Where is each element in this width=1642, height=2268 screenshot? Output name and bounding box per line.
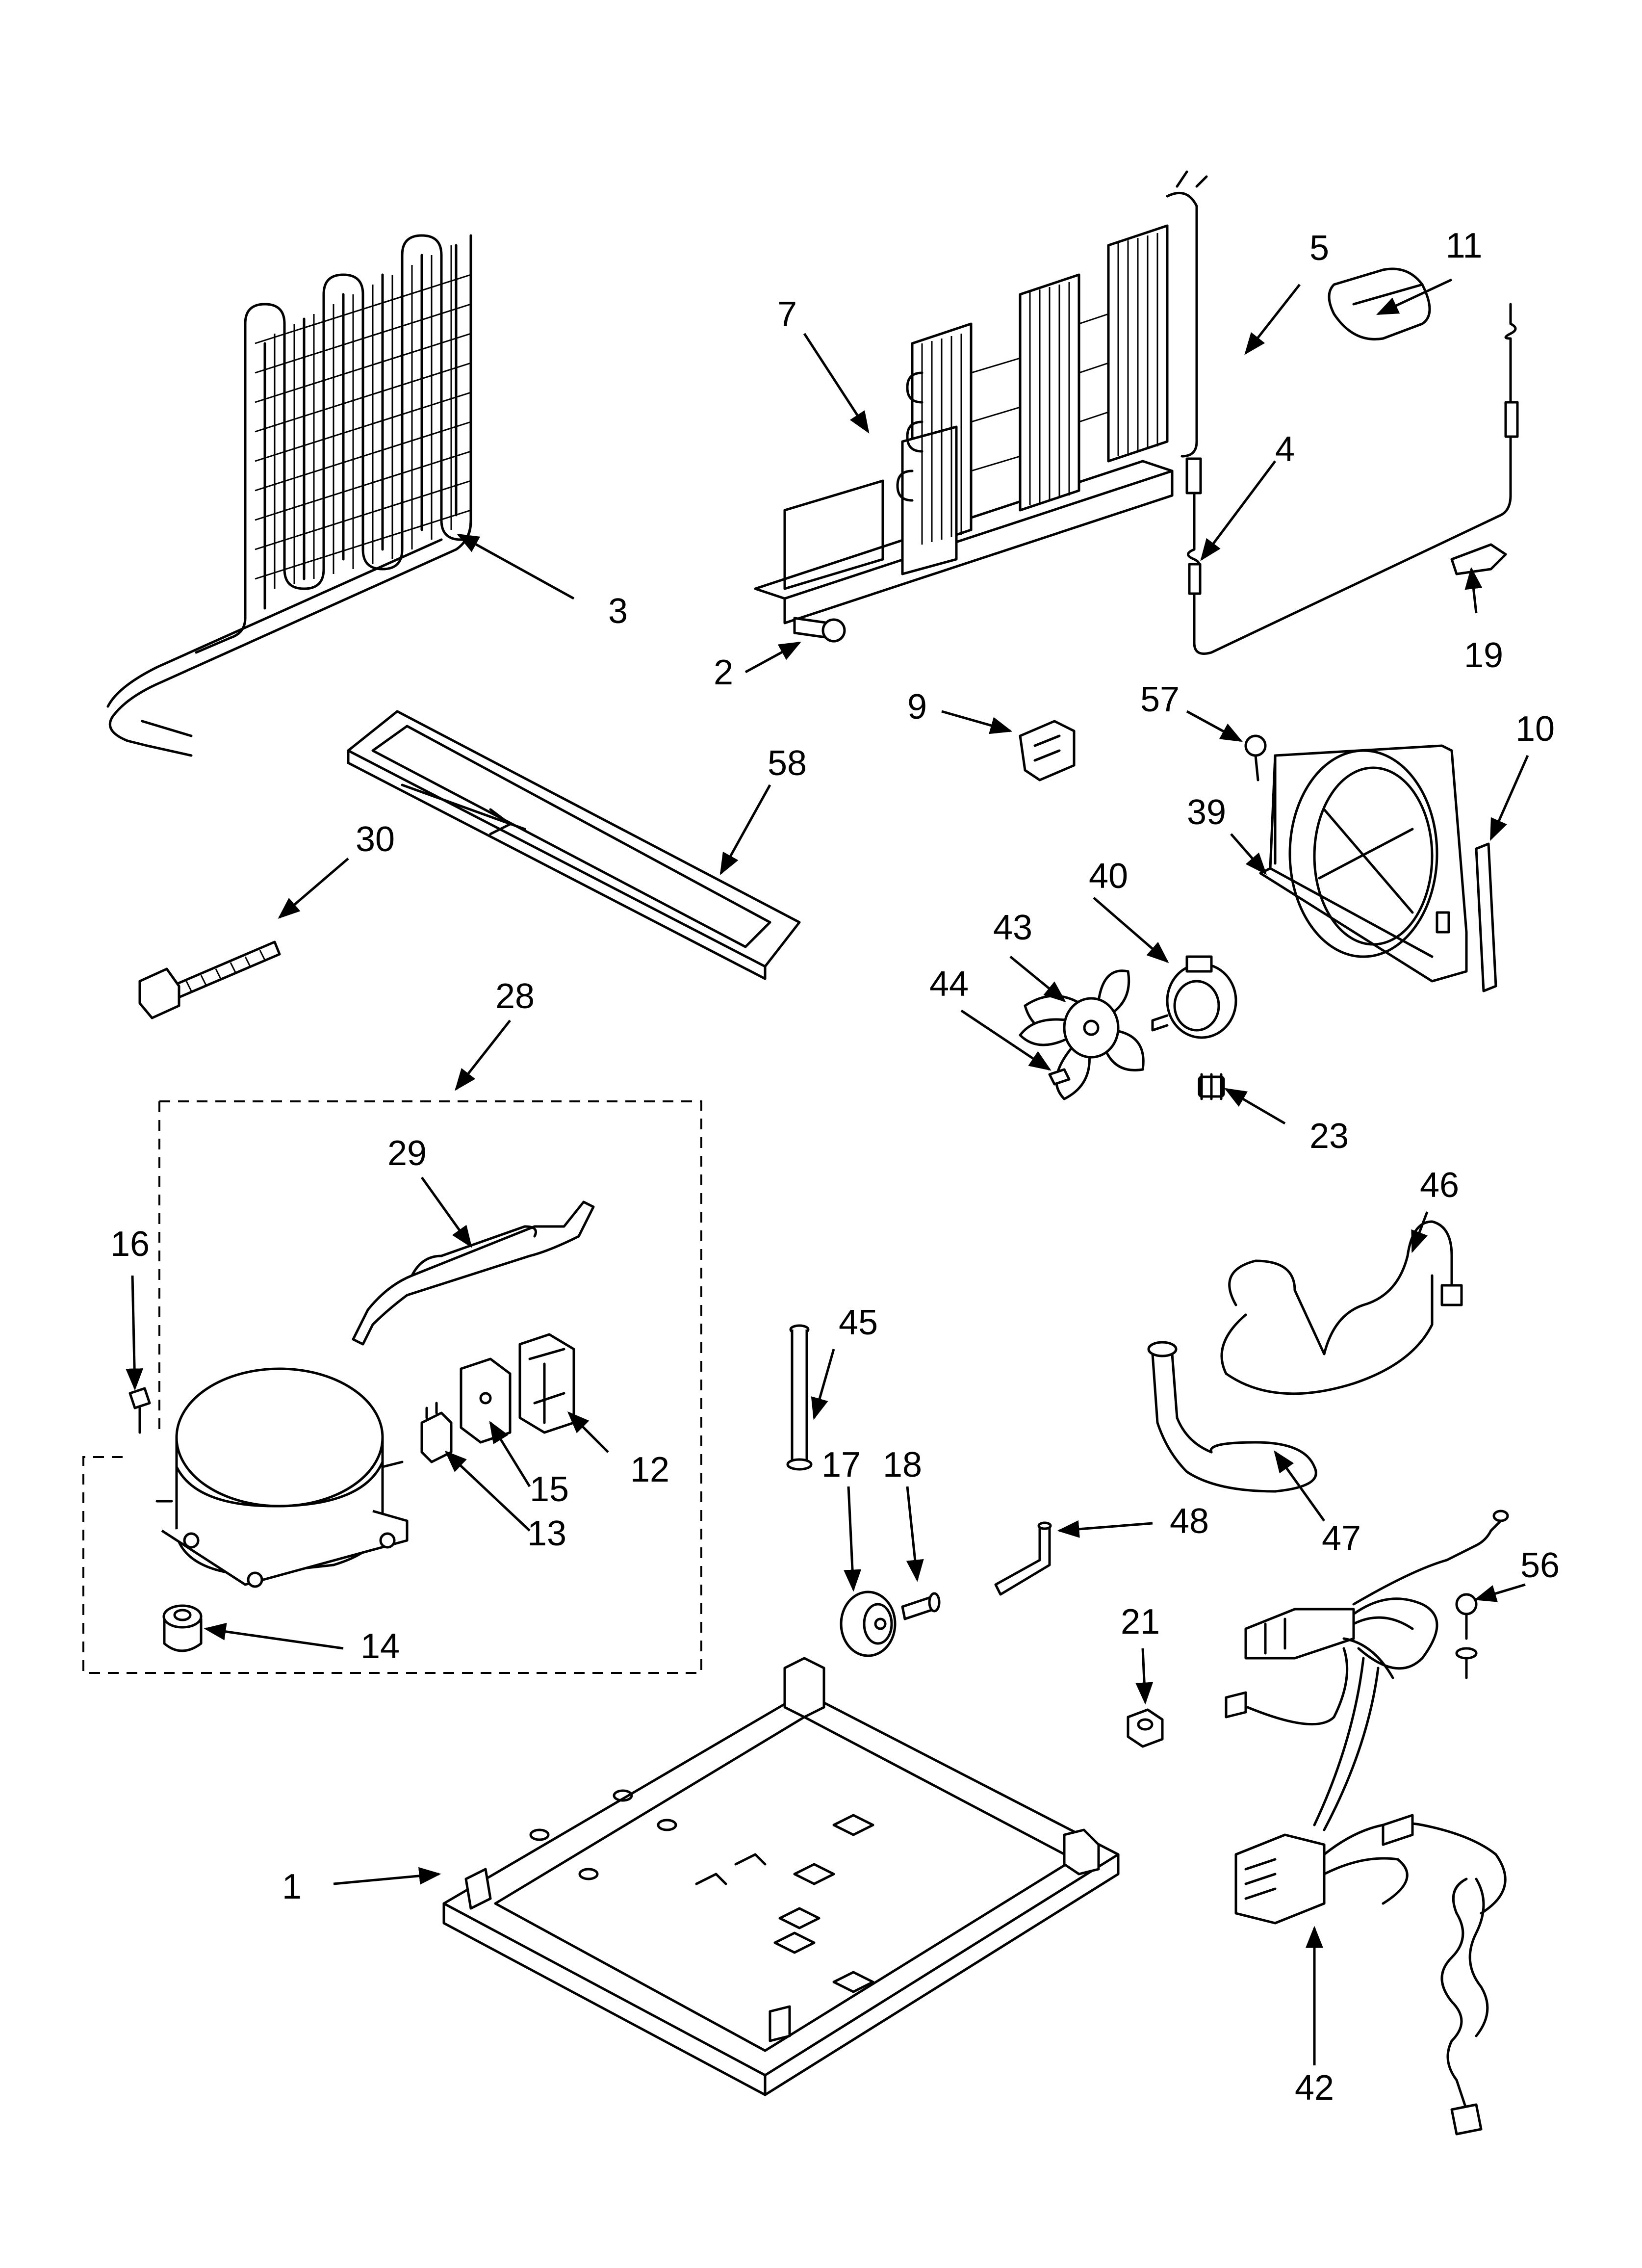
callout-label: 58 xyxy=(768,744,807,783)
ground-screw xyxy=(1455,1593,1478,1679)
wiring-harness xyxy=(1225,1510,1509,2136)
callout-label: 13 xyxy=(527,1514,566,1553)
callout-label: 39 xyxy=(1187,793,1226,832)
callout-label: 10 xyxy=(1515,709,1555,749)
suction-tube xyxy=(1220,1220,1463,1395)
vent-cover xyxy=(1328,267,1431,340)
callout-label: 44 xyxy=(929,965,969,1004)
callout-leaders xyxy=(126,278,1529,2065)
callout-label: 40 xyxy=(1089,857,1128,896)
callout-label: 23 xyxy=(1309,1117,1349,1156)
callout-label: 3 xyxy=(608,592,628,631)
retainer-clip xyxy=(1450,543,1507,575)
start-relay xyxy=(460,1357,512,1444)
overload-protector xyxy=(420,1402,453,1463)
screw xyxy=(793,617,846,643)
compressor xyxy=(155,1367,409,1588)
discharge-tube xyxy=(1147,1341,1317,1493)
grommet xyxy=(1198,1073,1225,1100)
callout-label: 21 xyxy=(1121,1602,1160,1642)
callout-label: 4 xyxy=(1275,430,1295,469)
sealed-system-kit-boundary xyxy=(82,1100,702,1674)
drain-pan xyxy=(347,710,801,980)
callout-label: 2 xyxy=(714,653,733,692)
callout-label: 19 xyxy=(1464,636,1503,675)
screw xyxy=(1244,734,1267,782)
relay-cover xyxy=(518,1333,575,1434)
fan-shroud xyxy=(1259,744,1468,983)
callout-label: 47 xyxy=(1322,1519,1361,1558)
callout-label: 11 xyxy=(1446,226,1483,265)
callout-label: 43 xyxy=(993,908,1032,947)
roller xyxy=(840,1590,897,1657)
foam-strip xyxy=(1475,842,1497,992)
evaporator-fan-motor xyxy=(1151,955,1237,1039)
callout-label: 45 xyxy=(839,1303,878,1342)
callout-label: 48 xyxy=(1170,1502,1209,1541)
callout-label: 16 xyxy=(110,1225,150,1264)
callout-label: 57 xyxy=(1140,680,1180,719)
cable-tie xyxy=(138,940,281,1019)
roller-axle xyxy=(901,1592,941,1620)
callout-label: 28 xyxy=(495,977,535,1016)
filter-drier xyxy=(352,1200,595,1346)
condenser-coil xyxy=(106,234,472,757)
fan-blade xyxy=(1019,969,1145,1100)
leveling-pin xyxy=(786,1324,813,1471)
callout-label: 1 xyxy=(282,1867,302,1906)
callout-label: 29 xyxy=(387,1134,427,1173)
hex-nut xyxy=(1127,1708,1164,1748)
base-frame xyxy=(442,1657,1120,2096)
callout-label: 42 xyxy=(1295,2068,1334,2108)
callout-label: 18 xyxy=(883,1445,922,1485)
fan-retainer xyxy=(1048,1068,1071,1086)
callout-label: 17 xyxy=(821,1445,861,1485)
callout-label: 12 xyxy=(630,1450,669,1489)
mounting-bracket xyxy=(1019,720,1076,782)
drain-tube xyxy=(994,1521,1052,1596)
callout-label: 7 xyxy=(777,295,797,334)
callout-label: 14 xyxy=(360,1627,400,1666)
callout-label: 56 xyxy=(1520,1546,1560,1585)
callout-label: 15 xyxy=(530,1470,569,1509)
callout-label: 46 xyxy=(1420,1166,1459,1205)
callout-labels: 1 2 3 4 5 7 9 10 11 12 13 14 15 16 17 18… xyxy=(110,226,1560,2108)
compressor-grommet xyxy=(162,1604,203,1652)
callout-label: 9 xyxy=(907,687,927,727)
screw xyxy=(128,1387,151,1434)
defrost-thermostat-wire xyxy=(1185,303,1519,655)
evaporator-assembly xyxy=(754,170,1208,625)
callout-label: 5 xyxy=(1309,229,1329,268)
callout-label: 30 xyxy=(356,820,395,859)
